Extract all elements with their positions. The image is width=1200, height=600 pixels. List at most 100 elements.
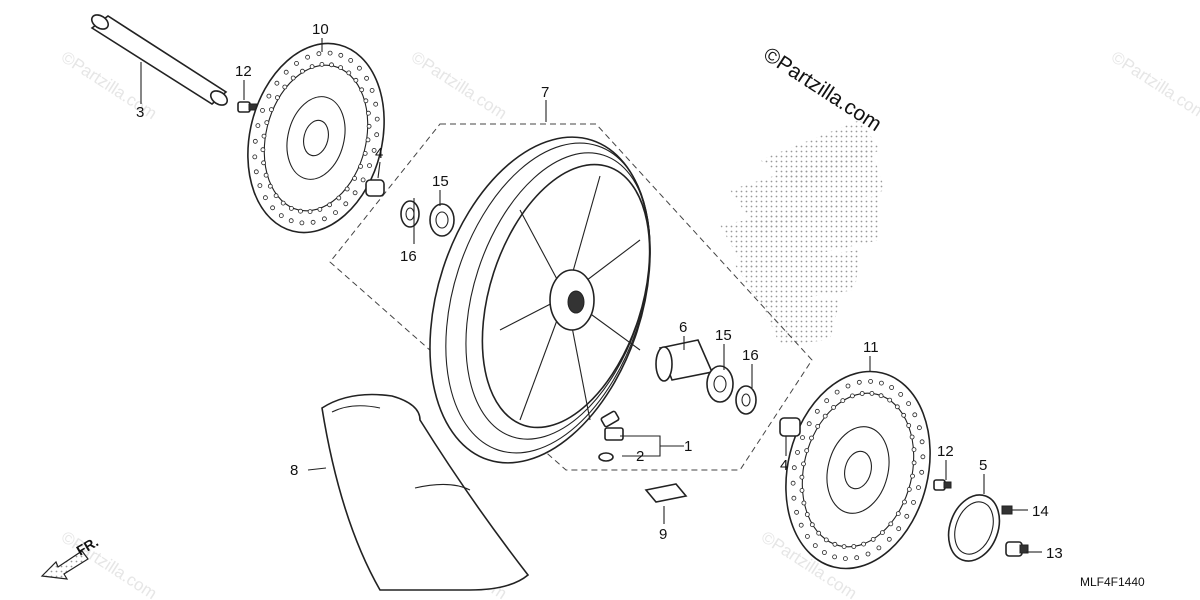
disc-hole [352,175,358,181]
disc-hole [255,123,261,128]
callout-14: 14 [1032,503,1049,520]
disc-hole [841,544,847,549]
leader-lines [140,38,1042,553]
bearing-left [429,203,455,237]
disc-hole [859,391,865,396]
disc-hole [261,133,267,139]
disc-hole [906,423,912,428]
disc-hole [261,160,267,166]
disc-hole [260,147,266,153]
callout-16-right: 16 [742,347,759,364]
callout-labels: 1 2 3 4 4 5 6 7 8 9 10 11 12 12 13 14 15… [136,21,1063,562]
disc-hole [359,87,365,93]
disc-hole [273,193,279,199]
disc-hole [812,543,818,548]
disc-hole [840,398,846,404]
disc-hole [887,397,893,403]
disc-hole [831,404,836,410]
disc-hole [861,541,866,547]
disc-hole [910,473,915,479]
disc-hole [799,474,805,480]
disc-hole [270,205,276,211]
wheel-spacer-right [779,417,801,437]
callout-12-right: 12 [937,443,954,460]
callout-4-right: 4 [780,457,788,474]
disc-hole [832,541,838,547]
disc-hole [794,509,799,515]
callout-8: 8 [290,462,298,479]
disc-hole [362,150,368,156]
disc-hole [850,393,855,399]
disc-hole [815,423,821,429]
disc-hole [843,556,848,561]
disc-hole [319,62,325,67]
disc-hole [365,137,371,143]
disc-hole [327,50,333,56]
disc-hole [878,393,884,399]
disc-hole [791,495,797,501]
disc-hole [288,205,294,211]
callout-7: 7 [541,84,549,101]
disc-hole [854,555,860,561]
disc-hole [267,183,273,189]
disc-hole [920,454,926,460]
disc-hole [253,169,259,175]
disc-hole [879,380,884,386]
disc-hole [912,412,918,418]
disc-hole [264,120,270,125]
disc-bolt-right [933,479,952,491]
disc-hole [310,219,316,225]
disc-hole [317,206,323,212]
watermark-text: ©Partzilla.com [408,47,510,123]
disc-hole [911,499,916,505]
callout-3: 3 [136,104,144,121]
disc-hole [798,522,804,528]
wing-logo [720,120,885,345]
callout-11: 11 [863,339,879,356]
front-axle [90,14,229,106]
disc-hole [904,513,910,519]
disc-hole [790,480,796,486]
callout-4-left: 4 [375,145,383,162]
disc-hole [876,545,882,551]
callout-2: 2 [636,448,644,465]
disc-hole [352,190,358,196]
disc-hole [911,447,917,453]
disc-hole [832,554,837,560]
disc-hole [801,500,807,506]
disc-hole [880,530,885,535]
callout-13: 13 [1046,545,1063,562]
disc-hole [822,413,828,419]
tire-valve [600,410,624,441]
disc-hole [307,209,313,215]
callout-10: 10 [312,21,329,38]
disc-hole [344,186,350,192]
disc-hole [305,54,311,60]
disc-hole [816,530,822,536]
disc-hole [274,80,280,86]
disc-hole [294,61,299,66]
disc-hole [268,107,274,112]
disc-hole [298,208,303,214]
disc-hole [266,93,272,99]
disc-hole [360,177,366,183]
disc-hole [804,512,810,517]
disc-hole [919,439,925,445]
disc-hole [309,64,315,69]
disc-hole [804,448,810,454]
oil-seal-left [400,200,420,228]
disc-hole [902,499,907,505]
disc-hole [845,383,851,389]
disc-hole [274,95,280,100]
disc-hole [348,58,354,63]
disc-hole [898,391,904,397]
disc-hole [338,52,344,58]
disc-hole [886,536,892,542]
disc-hole [791,465,797,471]
diagram-code: MLF4F1440 [1080,575,1145,589]
disc-hole [869,390,875,396]
disc-hole [288,218,294,224]
disc-hole [806,421,812,427]
disc-hole [799,487,805,493]
